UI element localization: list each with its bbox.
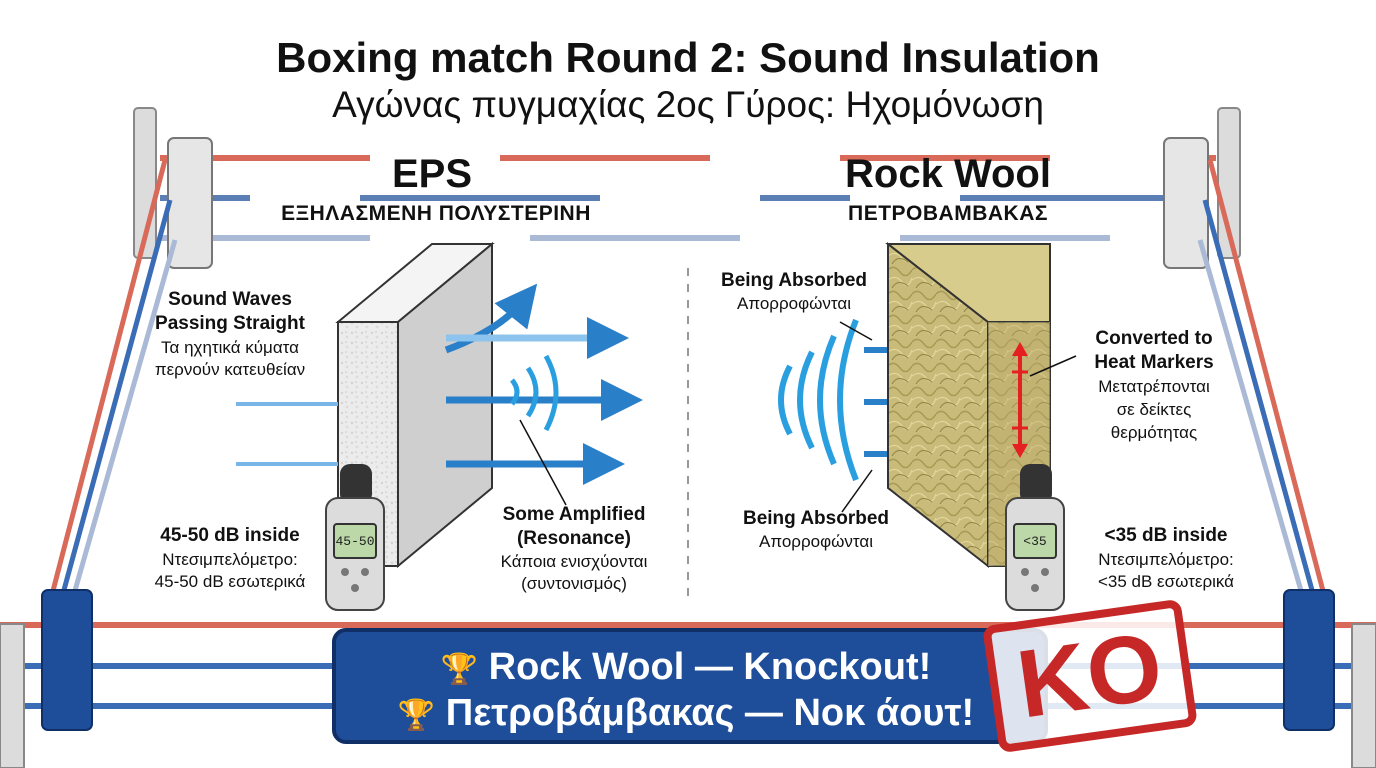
page-subtitle-greek: Αγώνας πυγμαχίας 2ος Γύρος: Ηχομόνωση: [332, 84, 1044, 125]
eps-amplified-label-2: (Resonance): [516, 528, 632, 549]
eps-amplified-greek-1: Κάποια ενισχύονται: [500, 552, 648, 571]
sound-level-meter-icon: [325, 464, 385, 611]
eps-incoming-waves: [236, 402, 338, 466]
eps-outgoing-arrows: [444, 283, 643, 506]
back-ropes: [160, 155, 1216, 241]
rockwool-reading-greek-1: Ντεσιμπελόμετρο:: [1098, 550, 1234, 569]
eps-greek-title: ΕΞΗΛΑΣΜΕΝΗ ΠΟΛΥΣΤΕΡΙΝΗ: [281, 202, 591, 225]
eps-meter-display: 45-50: [335, 534, 375, 549]
rockwool-reading-label: <35 dB inside: [1104, 525, 1228, 546]
rockwool-absorbed-bottom: Being Absorbed: [742, 508, 890, 529]
rockwool-absorbed-top: Being Absorbed: [720, 270, 868, 291]
eps-waves-label-1: Sound Waves: [168, 289, 292, 310]
rockwool-greek-title: ΠΕΤΡΟΒΑΜΒΑΚΑΣ: [848, 202, 1048, 225]
winner-text-english: Rock Wool — Knockout!: [488, 646, 932, 688]
rockwool-incoming-waves: [778, 318, 859, 482]
rockwool-heat-label-2: Heat Markers: [1094, 352, 1214, 373]
winner-line-english: 🏆 Rock Wool — Knockout!: [336, 646, 1036, 689]
winner-banner: 🏆 Rock Wool — Knockout! 🏆 Πετροβάμβακας …: [332, 628, 1048, 744]
eps-waves-label-2: Passing Straight: [155, 313, 305, 334]
eps-reading-label: 45-50 dB inside: [160, 525, 300, 546]
winner-line-greek: 🏆 Πετροβάμβακας — Νοκ άουτ!: [336, 692, 1036, 735]
side-ropes: [45, 159, 1331, 616]
front-post-right: [1283, 589, 1376, 768]
eps-title: EPS: [391, 152, 473, 196]
rockwool-absorbed-top-greek: Απορροφώνται: [737, 294, 851, 313]
eps-amplified-label-1: Some Amplified: [502, 504, 646, 525]
rockwool-title: Rock Wool: [845, 152, 1051, 196]
winner-text-greek: Πετροβάμβακας — Νοκ άουτ!: [445, 692, 975, 734]
front-post-left: [0, 589, 93, 768]
rockwool-absorbed-bottom-greek: Απορροφώνται: [759, 532, 873, 551]
eps-panel: [335, 241, 495, 569]
page-title: Boxing match Round 2: Sound Insulation: [276, 34, 1100, 81]
rockwool-heat-greek-1: Μετατρέπονται: [1098, 377, 1210, 396]
ko-stamp-text: KO: [1011, 612, 1169, 739]
rockwool-heat-greek-3: θερμότητας: [1110, 423, 1198, 442]
eps-amplified-greek-2: (συντονισμός): [521, 574, 627, 593]
eps-reading-greek-2: 45-50 dB εσωτερικά: [154, 572, 306, 591]
rockwool-heat-greek-2: σε δείκτες: [1116, 400, 1192, 419]
heat-marker: [1012, 342, 1077, 458]
eps-waves-greek-2: περνούν κατευθείαν: [154, 360, 306, 379]
eps-reading-greek-1: Ντεσιμπελόμετρο:: [162, 550, 298, 569]
rockwool-meter-display: <35: [1023, 534, 1047, 549]
sound-level-meter-icon-right: [1005, 464, 1065, 611]
rockwool-reading-greek-2: <35 dB εσωτερικά: [1097, 572, 1235, 591]
trophy-icon: 🏆: [440, 653, 479, 686]
trophy-icon: 🏆: [397, 699, 436, 732]
rockwool-heat-label-1: Converted to: [1095, 328, 1213, 349]
eps-waves-greek-1: Τα ηχητικά κύματα: [161, 338, 299, 357]
